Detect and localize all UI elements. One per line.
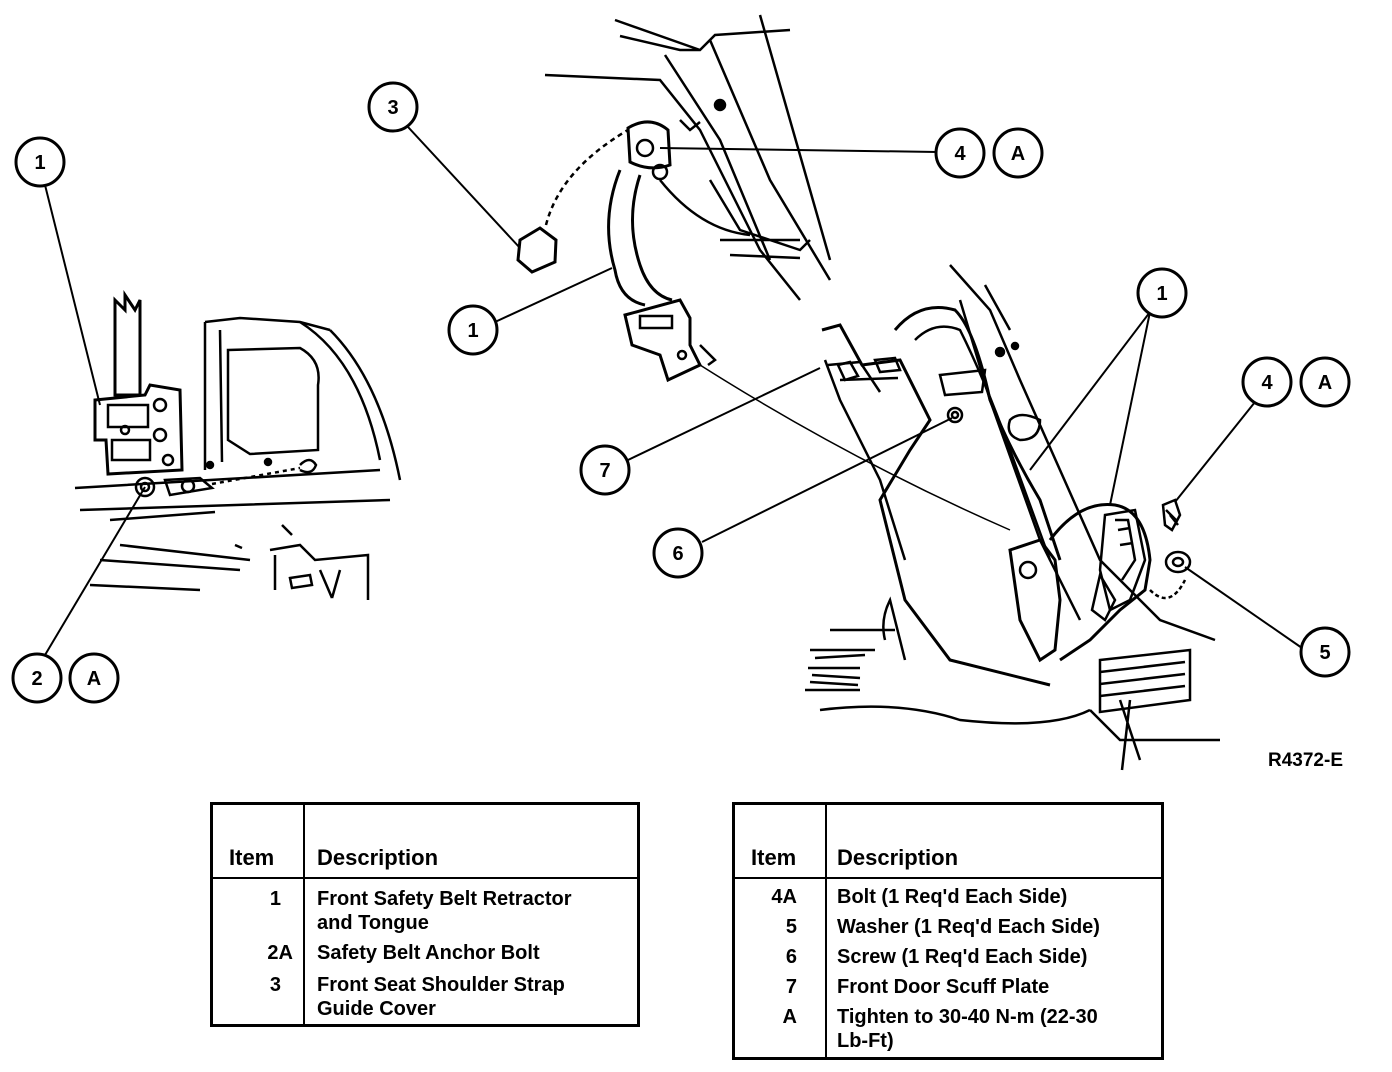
legend-table-right: Item Description 4A Bolt (1 Req'd Each S… <box>732 802 1164 1060</box>
callout-a-left: A <box>68 652 120 704</box>
svg-text:5: 5 <box>1319 642 1330 664</box>
legend-description: Front Door Scuff Plate <box>837 976 1050 998</box>
callout-a-top: A <box>992 127 1044 179</box>
callout-1-left: 1 <box>14 136 66 188</box>
legend-item: 7 <box>785 976 797 998</box>
column-divider <box>825 805 827 1057</box>
column-divider <box>303 805 305 1024</box>
legend-description: Safety Belt Anchor Bolt <box>317 942 540 964</box>
legend-description: Tighten to 30-40 N-m (22-30 Lb-Ft) <box>837 1006 1098 1052</box>
legend-item: A <box>782 1006 797 1028</box>
svg-text:3: 3 <box>387 97 398 119</box>
svg-text:2: 2 <box>31 668 42 690</box>
legend-description: Front Safety Belt Retractor and Tongue <box>317 888 572 934</box>
header-description: Description <box>837 845 959 870</box>
svg-text:A: A <box>1011 143 1025 165</box>
exploded-view-diagram: 1 2 A 3 1 4 A 1 4 A 7 6 <box>11 14 1351 771</box>
upper-anchor-view <box>516 14 1011 531</box>
svg-text:4: 4 <box>954 143 966 165</box>
lower-retractor-view <box>805 264 1220 771</box>
legend-item: 5 <box>785 916 797 938</box>
callout-3: 3 <box>367 81 419 133</box>
left-retractor-view <box>74 290 402 600</box>
callout-2-left: 2 <box>11 652 63 704</box>
legend-description: Washer (1 Req'd Each Side) <box>837 916 1100 938</box>
legend-table-left: Item Description 1 Front Safety Belt Ret… <box>210 802 640 1027</box>
svg-text:6: 6 <box>672 543 683 565</box>
legend-item: 4A <box>771 886 797 908</box>
callout-6: 6 <box>652 527 704 579</box>
callout-7: 7 <box>579 444 631 496</box>
header-item: Item <box>751 845 797 870</box>
svg-text:4: 4 <box>1261 372 1273 394</box>
header-item: Item <box>229 845 275 870</box>
figure-id-label: R4372-E <box>1268 750 1343 771</box>
legend-header-row <box>735 805 1161 879</box>
legend-item: 1 <box>269 888 281 910</box>
legend-item: 6 <box>785 946 797 968</box>
svg-text:A: A <box>87 668 101 690</box>
leader-lines <box>44 126 1303 656</box>
callout-4-top: 4 <box>934 127 986 179</box>
callout-a-right: A <box>1299 356 1351 408</box>
callout-5: 5 <box>1299 626 1351 678</box>
callout-1-center: 1 <box>447 304 499 356</box>
legend-item: 3 <box>269 974 281 996</box>
legend-header-row <box>213 805 637 879</box>
svg-text:1: 1 <box>1156 283 1167 305</box>
legend-description: Screw (1 Req'd Each Side) <box>837 946 1088 968</box>
legend-description: Bolt (1 Req'd Each Side) <box>837 886 1068 908</box>
header-description: Description <box>317 845 439 870</box>
callout-1-right: 1 <box>1136 267 1188 319</box>
svg-text:A: A <box>1318 372 1332 394</box>
legend-item: 2A <box>267 942 293 964</box>
svg-text:1: 1 <box>467 320 478 342</box>
callout-4-right: 4 <box>1241 356 1293 408</box>
svg-text:7: 7 <box>599 460 610 482</box>
legend-description: Front Seat Shoulder Strap Guide Cover <box>317 974 565 1020</box>
svg-text:1: 1 <box>34 152 45 174</box>
